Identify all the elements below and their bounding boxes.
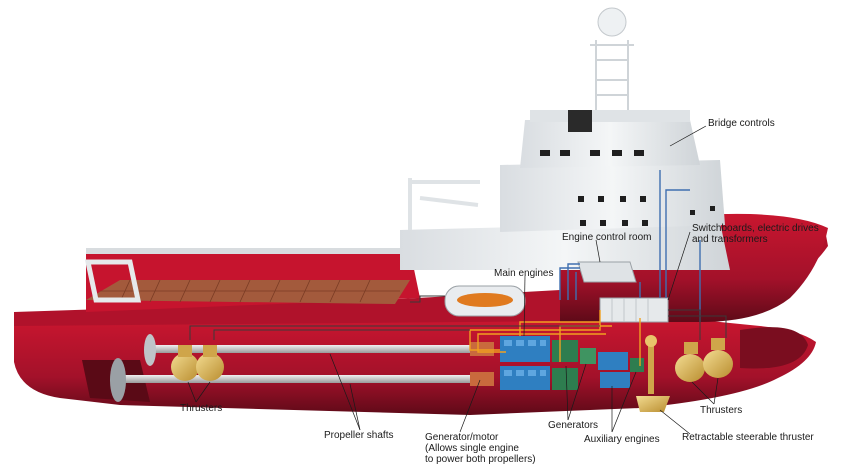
bridge-window-aft: [568, 110, 592, 132]
aft-crane: [408, 178, 480, 230]
propeller-shaft-upper: [150, 345, 490, 353]
engine-control-room: [577, 261, 637, 283]
label-switchboards-line2: and transformers: [692, 234, 768, 245]
label-auxiliary-engines: Auxiliary engines: [584, 434, 660, 445]
propeller-shaft-lower: [120, 375, 490, 383]
dark-cables: [189, 295, 727, 340]
leader-lines: [187, 125, 719, 435]
aft-thrusters: [171, 345, 224, 381]
aft-propeller: [110, 358, 126, 402]
label-thrusters-fwd: Thrusters: [700, 405, 743, 416]
label-bridge-controls: Bridge controls: [708, 118, 775, 129]
generator-motor-lower: [470, 372, 494, 386]
label-main-engines: Main engines: [494, 268, 554, 279]
label-engine-control-room: Engine control room: [562, 232, 652, 243]
label-generator-motor-line3: to power both propellers): [425, 454, 536, 465]
stern-frame: [84, 259, 142, 303]
blue-cables: [559, 170, 701, 322]
mast: [590, 40, 634, 110]
bridge-windows: [540, 150, 644, 156]
label-switchboards: Switchboards, electric drives and transf…: [692, 223, 832, 245]
generator-motor-upper: [470, 342, 494, 356]
label-retractable-thruster: Retractable steerable thruster: [682, 432, 814, 443]
label-generator-motor: Generator/motor (Allows single engine to…: [425, 432, 565, 465]
aft-rudder: [144, 334, 156, 366]
bulbous-bow: [740, 327, 808, 369]
radar-dome: [597, 7, 627, 37]
superstructure-lower: [400, 222, 730, 270]
lifeboat: [457, 293, 513, 307]
label-thrusters-aft: Thrusters: [180, 403, 223, 414]
switchboard-box: [599, 297, 669, 323]
fwd-thrusters: [675, 338, 733, 382]
label-generator-motor-line2: (Allows single engine: [425, 443, 519, 454]
aft-deck-rail: [86, 248, 416, 254]
auxiliary-engines: [598, 352, 644, 388]
superstructure-main: [500, 160, 725, 232]
cargo-deck: [86, 280, 410, 304]
hull: [14, 320, 816, 415]
main-engines: [500, 336, 550, 390]
portholes: [578, 196, 715, 226]
generators: [552, 340, 596, 390]
label-generator-motor-line1: Generator/motor: [425, 432, 499, 443]
label-generators: Generators: [548, 420, 599, 431]
bridge-roof: [530, 110, 690, 122]
label-propeller-shafts: Propeller shafts: [324, 430, 394, 441]
label-switchboards-line1: Switchboards, electric drives: [692, 223, 819, 234]
retractable-thruster: [636, 335, 670, 412]
